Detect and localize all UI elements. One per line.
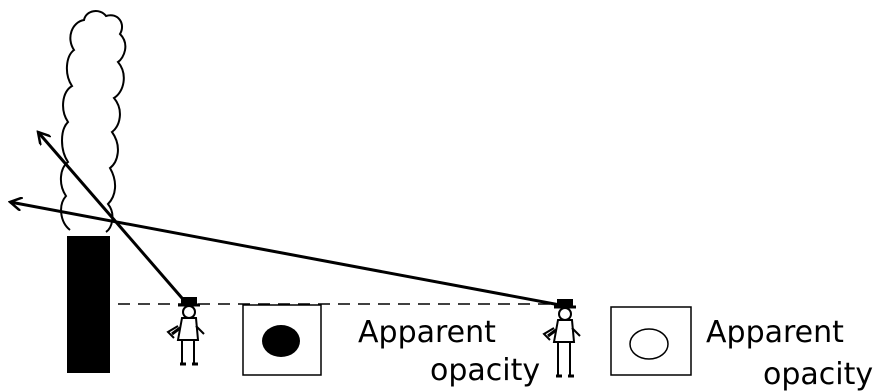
dark-circle-icon [262, 325, 300, 357]
near-label-line2: opacity [430, 353, 540, 388]
opacity-box-near [242, 304, 322, 376]
light-circle-icon [629, 328, 669, 360]
near-label-line1: Apparent [358, 315, 496, 350]
opacity-box-far [610, 306, 692, 376]
smoke-plume [60, 10, 127, 233]
smokestack [67, 236, 110, 373]
sight-line-far [10, 202, 561, 307]
far-label-line2: opacity [763, 357, 873, 391]
sight-line-near [38, 132, 190, 306]
observer-far-icon [542, 299, 581, 378]
far-label-line1: Apparent [706, 315, 844, 350]
observer-near-icon [166, 297, 205, 366]
